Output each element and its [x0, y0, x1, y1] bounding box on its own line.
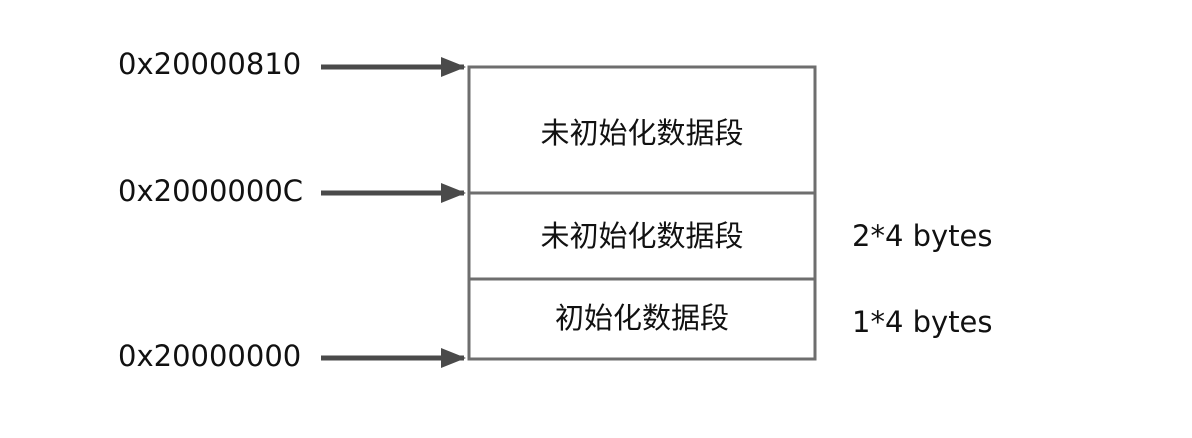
address-label-middle: 0x2000000C — [118, 174, 304, 208]
segment-box-middle — [467, 191, 817, 281]
segment-box-top — [467, 65, 817, 195]
segment-size-bottom: 1*4 bytes — [852, 305, 993, 339]
segment-label-bottom: 初始化数据段 — [554, 301, 729, 335]
address-label-top: 0x20000810 — [118, 47, 302, 81]
segment-label-top: 未初始化数据段 — [540, 116, 744, 150]
segment-size-middle: 2*4 bytes — [852, 219, 993, 253]
segment-label-middle: 未初始化数据段 — [540, 219, 744, 253]
address-label-bottom: 0x20000000 — [118, 339, 302, 373]
segment-box-bottom — [467, 277, 817, 361]
